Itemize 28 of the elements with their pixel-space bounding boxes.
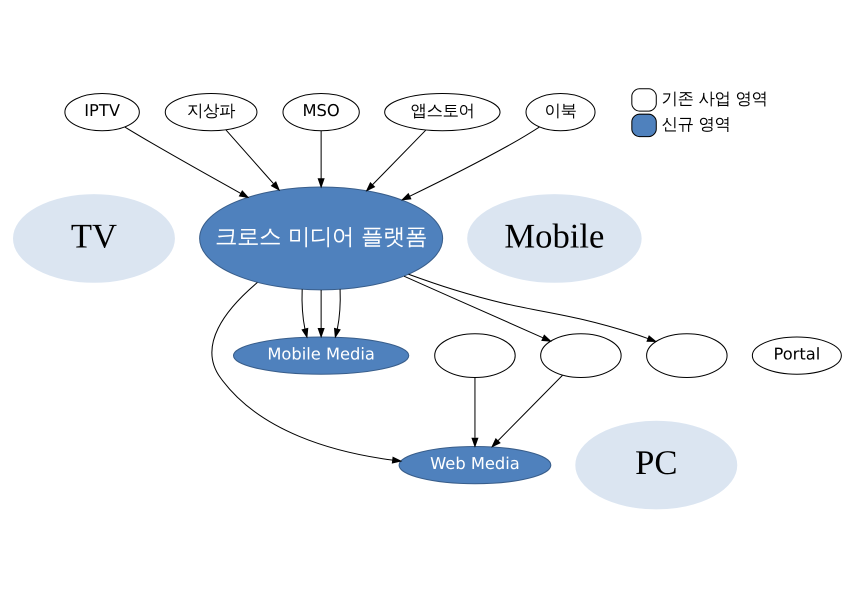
node-ellipse: PC: [574, 420, 737, 510]
arrow: [124, 126, 249, 198]
node-ellipse: Web Media: [398, 446, 551, 484]
legend-label: 신규 영역: [660, 114, 730, 134]
arrow: [317, 290, 324, 338]
arrow: [470, 378, 478, 448]
node-ellipse: 지상파: [164, 93, 257, 132]
node-ellipse: 크로스 미디어 플랫폼: [198, 186, 443, 290]
arrow: [400, 126, 540, 200]
arrow: [300, 289, 308, 338]
node-ellipse: Mobile: [466, 194, 642, 283]
node-ellipse: 앱스토어: [384, 93, 500, 132]
node-ellipse: Portal: [751, 336, 842, 375]
node-ellipse: MSO: [282, 93, 360, 132]
arrow: [490, 375, 562, 448]
arrow: [317, 130, 324, 188]
arrow: [211, 282, 402, 464]
arrow: [333, 289, 340, 338]
legend-label: 기존 사업 영역: [660, 88, 768, 108]
node-ellipse: TV: [12, 194, 174, 283]
arrow: [365, 130, 426, 192]
arrow: [408, 274, 657, 342]
node-ellipse: Mobile Media: [232, 336, 409, 375]
node-ellipse: [434, 333, 516, 378]
arrow: [403, 276, 552, 342]
node-ellipse: IPTV: [64, 93, 140, 132]
arrow: [225, 130, 280, 192]
node-ellipse: 이북: [525, 93, 596, 132]
